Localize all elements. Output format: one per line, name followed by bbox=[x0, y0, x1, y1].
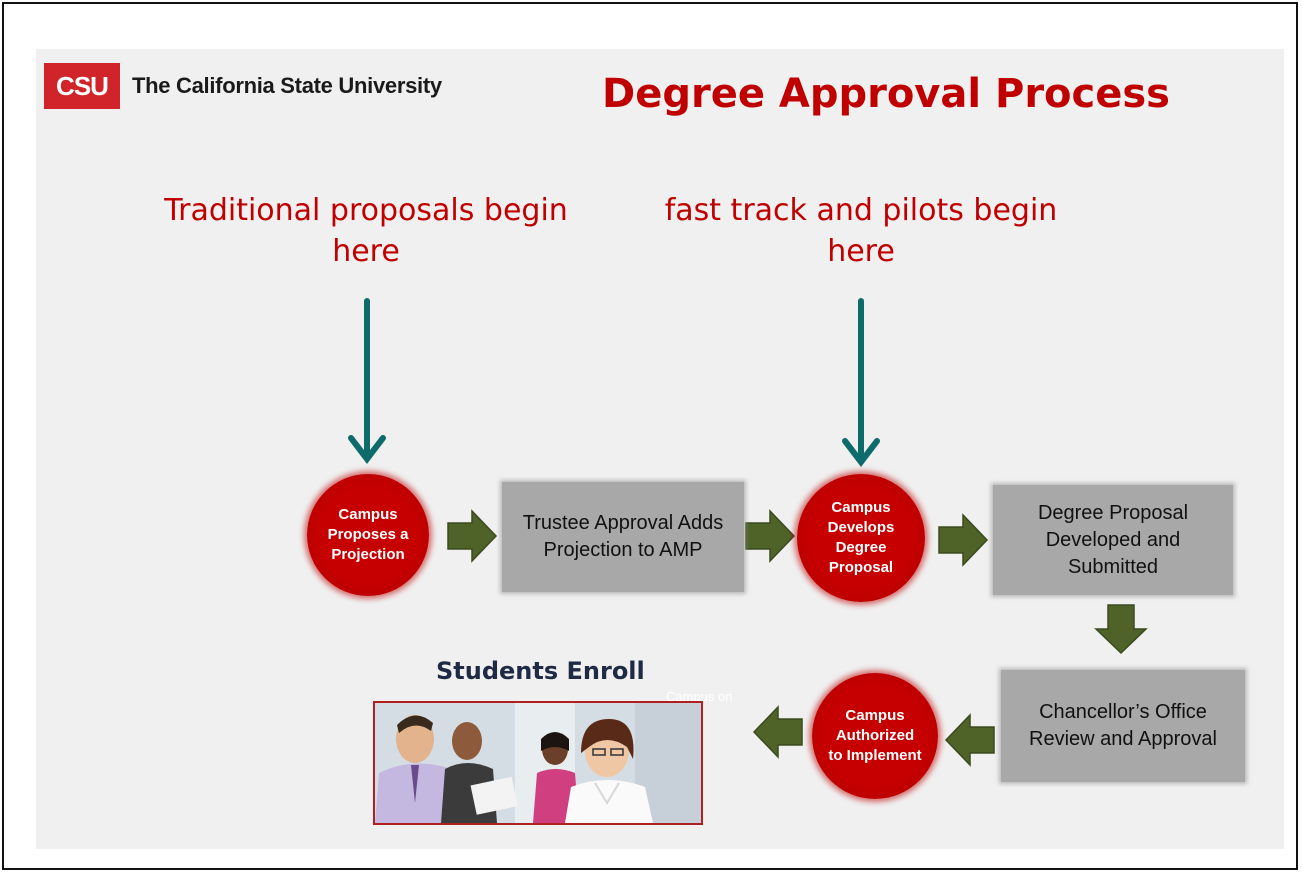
step-campus-develops: Campus Develops Degree Proposal bbox=[797, 474, 925, 602]
page-title: Degree Approval Process bbox=[602, 71, 1170, 117]
step-campus-authorized-label: Campus Authorized to Implement bbox=[828, 706, 922, 765]
step-campus-proposes: Campus Proposes a Projection bbox=[307, 474, 429, 596]
step-campus-develops-label: Campus Develops Degree Proposal bbox=[827, 498, 895, 577]
students-photo-illustration bbox=[375, 703, 701, 823]
students-enroll-label: Students Enroll bbox=[436, 657, 645, 685]
slide: CSU The California State University Degr… bbox=[36, 49, 1284, 849]
down-arrow-icon bbox=[842, 298, 880, 467]
step-chancellor-review-label: Chancellor’s Office Review and Approval bbox=[1029, 701, 1217, 750]
students-photo bbox=[373, 701, 703, 825]
right-arrow-icon bbox=[745, 509, 796, 563]
traditional-entry-label: Traditional proposals begin here bbox=[164, 193, 568, 269]
csu-logo-name: The California State University bbox=[132, 73, 442, 98]
step-chancellor-review: Chancellor’s Office Review and Approval bbox=[1001, 670, 1245, 782]
down-arrow-icon bbox=[1094, 604, 1148, 655]
fast-track-entry-label: fast track and pilots begin here bbox=[664, 193, 1058, 269]
left-arrow-icon bbox=[944, 713, 995, 767]
step-proposal-submitted: Degree Proposal Developed and Submitted bbox=[993, 485, 1233, 595]
csu-logo: CSU The California State University bbox=[44, 63, 442, 109]
left-arrow-icon bbox=[752, 705, 803, 759]
step-trustee-approval-label: Trustee Approval Adds Projection to AMP bbox=[522, 512, 724, 561]
faint-overlay-text: Campus on bbox=[666, 689, 733, 704]
step-campus-authorized: Campus Authorized to Implement bbox=[812, 673, 938, 799]
step-proposal-submitted-label: Degree Proposal Developed and Submitted bbox=[1037, 501, 1189, 578]
right-arrow-icon bbox=[938, 513, 989, 567]
step-campus-proposes-label: Campus Proposes a Projection bbox=[327, 505, 409, 564]
right-arrow-icon bbox=[447, 509, 498, 563]
down-arrow-icon bbox=[348, 298, 386, 464]
csu-logo-mark: CSU bbox=[44, 63, 120, 109]
step-trustee-approval: Trustee Approval Adds Projection to AMP bbox=[502, 482, 744, 592]
